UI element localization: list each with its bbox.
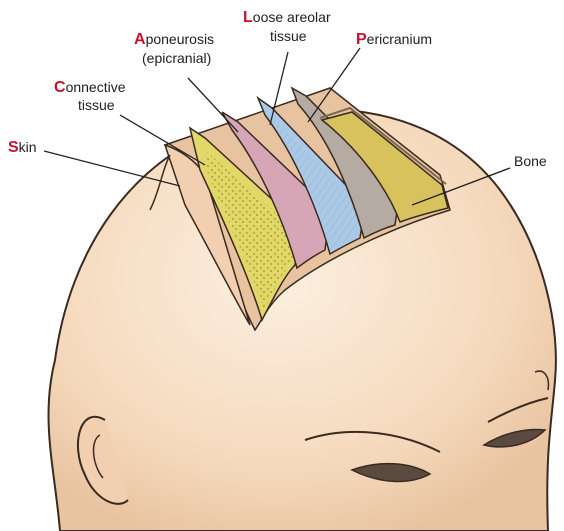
label-connective-line1: Connective: [54, 79, 126, 96]
label-aponeurosis-line1: Aponeurosis: [134, 31, 214, 48]
label-connective-line2: tissue: [78, 97, 115, 113]
label-aponeurosis-line2: (epicranial): [142, 50, 211, 66]
label-skin: Skin: [8, 139, 37, 156]
label-pericranium: Pericranium: [356, 31, 432, 48]
label-bone: Bone: [514, 153, 547, 169]
label-loose-line1: Loose areolar: [243, 9, 331, 26]
leader-aponeurosis: [188, 78, 238, 132]
label-loose-line2: tissue: [270, 28, 307, 44]
